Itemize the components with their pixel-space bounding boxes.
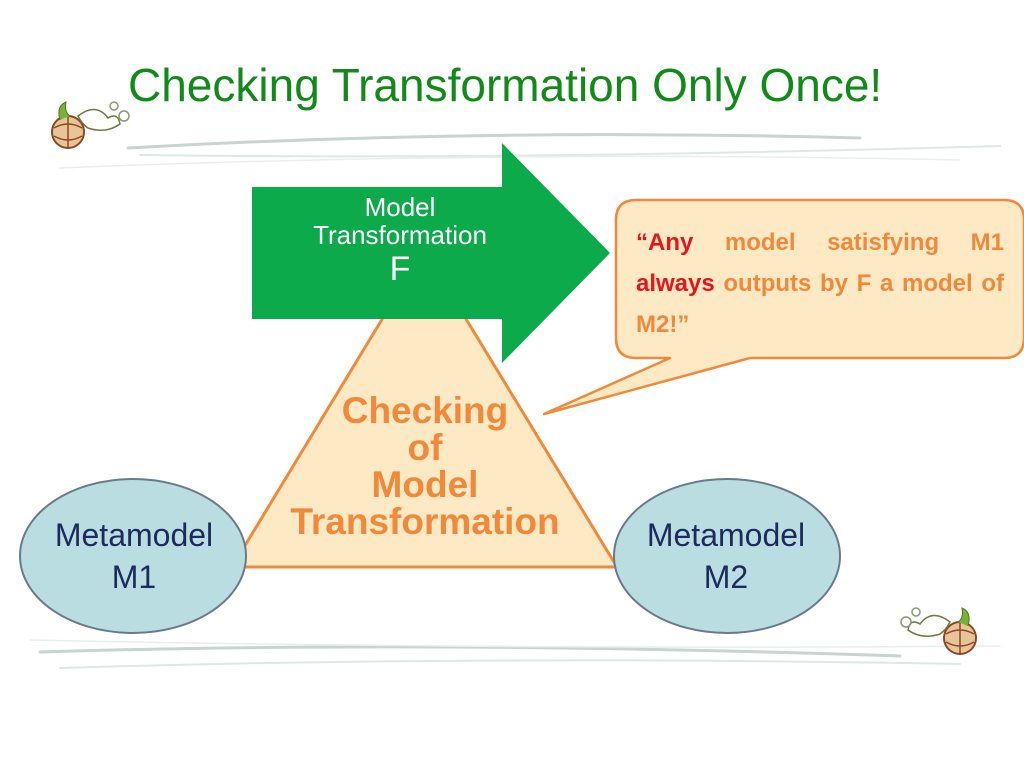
metamodel-m1-ellipse bbox=[19, 478, 247, 634]
callout-part1: model satisfying M1 bbox=[693, 229, 1004, 256]
callout-open-quote: “ bbox=[636, 229, 648, 256]
metamodel-m1-id: M1 bbox=[111, 559, 157, 595]
callout-part2: outputs by F a model of M2!” bbox=[636, 270, 1004, 338]
transformation-arrow bbox=[252, 143, 610, 363]
callout-bubble bbox=[542, 198, 1024, 416]
metamodel-m2-name: Metamodel bbox=[646, 517, 806, 553]
callout-always: always bbox=[636, 270, 715, 297]
slide-title: Checking Transformation Only Once! bbox=[128, 59, 883, 111]
metamodel-m2-label: Metamodel M2 bbox=[616, 514, 836, 598]
callout-any: Any bbox=[648, 229, 694, 256]
dove-globe-icon bbox=[900, 607, 977, 655]
callout-text: “Any model satisfying M1 always outputs … bbox=[636, 222, 1004, 345]
triangle-label-line3: Model bbox=[371, 464, 479, 505]
metamodel-m1-name: Metamodel bbox=[54, 517, 214, 553]
decorative-swoosh-bottom bbox=[29, 639, 1001, 669]
metamodel-m2-ellipse bbox=[613, 478, 841, 634]
decorative-swoosh-top bbox=[59, 133, 1001, 169]
metamodel-m1-label: Metamodel M1 bbox=[24, 514, 244, 598]
metamodel-m2-id: M2 bbox=[703, 559, 749, 595]
arrow-label-line2: Transformation bbox=[313, 220, 487, 250]
arrow-label-line1: Model bbox=[364, 192, 436, 222]
arrow-label: Model Transformation F bbox=[262, 192, 538, 288]
triangle-label-line1: Checking bbox=[341, 390, 509, 431]
checking-triangle bbox=[229, 247, 620, 569]
triangle-label-line4: Transformation bbox=[290, 501, 560, 542]
triangle-label-line2: of bbox=[407, 427, 443, 468]
triangle-label: Checking of Model Transformation bbox=[255, 392, 595, 540]
dove-globe-icon bbox=[51, 101, 130, 149]
arrow-symbol: F bbox=[389, 250, 411, 288]
